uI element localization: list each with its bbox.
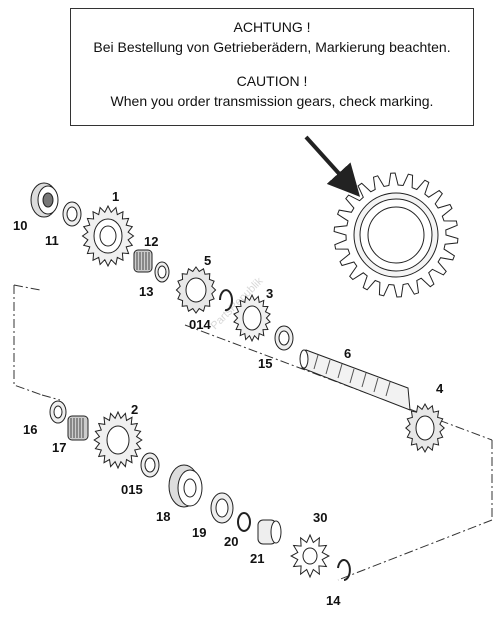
label-part-12: 12 <box>144 234 158 249</box>
label-part-015: 015 <box>121 482 143 497</box>
washer-16 <box>49 400 67 424</box>
gear-1 <box>81 204 135 268</box>
sprocket-30 <box>290 533 330 579</box>
washer-015 <box>140 452 160 478</box>
main-shaft-6 <box>299 349 411 411</box>
washer-15 <box>274 325 294 351</box>
label-part-16: 16 <box>23 422 37 437</box>
bearing-10 <box>30 182 59 218</box>
label-part-18: 18 <box>156 509 170 524</box>
washer-11 <box>62 201 82 227</box>
label-part-2: 2 <box>131 402 138 417</box>
label-part-1: 1 <box>112 189 119 204</box>
marking-arrow <box>304 135 361 197</box>
needle-bearing-12 <box>133 249 153 273</box>
label-part-20: 20 <box>224 534 238 549</box>
washer-13 <box>154 261 170 283</box>
label-part-4: 4 <box>436 381 444 396</box>
label-part-5: 5 <box>204 253 211 268</box>
notice-english-text: When you order transmission gears, check… <box>110 93 434 109</box>
gear-4 <box>405 402 445 454</box>
label-part-30: 30 <box>313 510 327 525</box>
notice-german-text: Bei Bestellung von Getrieberädern, Marki… <box>93 39 451 55</box>
label-part-19: 19 <box>192 525 206 540</box>
gear-5 <box>175 266 217 314</box>
label-part-10: 10 <box>13 218 27 233</box>
label-part-11: 11 <box>45 233 59 248</box>
marking-gear-detail <box>333 172 459 298</box>
notice-german-title: ACHTUNG ! <box>233 19 311 35</box>
o-ring-20 <box>237 512 251 532</box>
label-part-014: 014 <box>189 317 211 332</box>
washer-19 <box>210 492 234 524</box>
caution-notice-box: ACHTUNG ! Bei Bestellung von Getrieberäd… <box>70 8 474 126</box>
label-part-14: 14 <box>326 593 341 608</box>
circlip-014 <box>219 289 233 312</box>
label-part-17: 17 <box>52 440 66 455</box>
notice-english-title: CAUTION ! <box>236 73 308 89</box>
bearing-18 <box>168 464 203 508</box>
label-part-6: 6 <box>344 346 351 361</box>
label-part-13: 13 <box>139 284 153 299</box>
label-part-21: 21 <box>250 551 264 566</box>
circlip-14 <box>337 559 351 581</box>
needle-bearing-17 <box>67 415 89 441</box>
gear-3 <box>233 293 271 343</box>
label-part-3: 3 <box>266 286 273 301</box>
spacer-bushing-21 <box>257 519 282 545</box>
gear-2 <box>93 410 143 470</box>
label-part-15: 15 <box>258 356 272 371</box>
